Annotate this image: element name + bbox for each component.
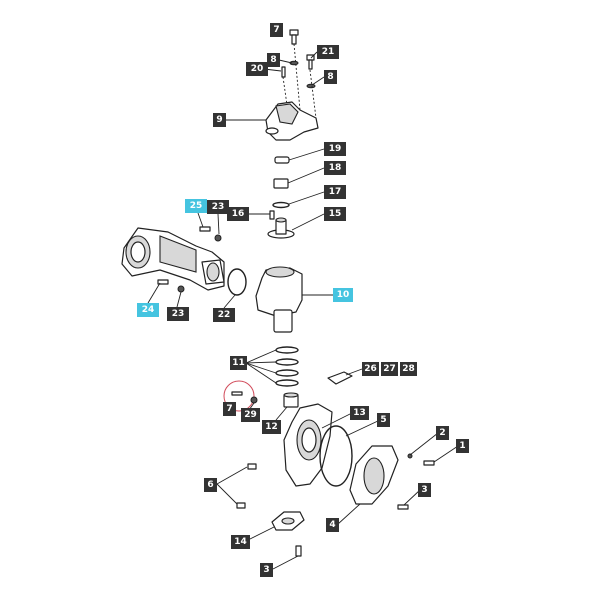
svg-text:8: 8	[327, 72, 333, 82]
svg-text:19: 19	[329, 144, 342, 154]
callout-9[interactable]: 9	[213, 113, 226, 127]
bushing-18	[273, 178, 289, 189]
svg-text:6: 6	[207, 480, 213, 490]
bolt-21	[306, 54, 315, 70]
callout-14[interactable]: 14	[231, 535, 250, 549]
orings-11	[275, 346, 299, 387]
svg-text:4: 4	[329, 520, 335, 530]
svg-text:20: 20	[251, 64, 264, 74]
cover-4	[349, 445, 399, 505]
svg-text:15: 15	[329, 209, 342, 219]
svg-text:2: 2	[439, 428, 445, 438]
bolt-3-right	[397, 504, 409, 510]
bolt-3-bottom	[295, 545, 302, 557]
callout-11[interactable]: 11	[230, 356, 247, 370]
flange-15	[267, 217, 295, 239]
svg-text:18: 18	[329, 163, 342, 173]
callout-26[interactable]: 26	[362, 362, 379, 376]
plug-12	[283, 392, 299, 408]
callout-3-bottom[interactable]: 3	[260, 563, 273, 577]
callout-20[interactable]: 20	[246, 62, 268, 76]
callout-2[interactable]: 2	[436, 426, 449, 440]
washer-29	[250, 396, 258, 404]
svg-text:1: 1	[459, 441, 465, 451]
callout-15[interactable]: 15	[324, 207, 346, 221]
callout-7-bottom[interactable]: 7	[223, 402, 236, 416]
detail-circle	[223, 380, 255, 412]
callout-22[interactable]: 22	[213, 308, 235, 322]
nut-23-bottom	[177, 285, 185, 293]
svg-text:17: 17	[329, 187, 342, 197]
svg-text:26: 26	[364, 364, 377, 374]
callout-1[interactable]: 1	[456, 439, 469, 453]
svg-text:27: 27	[383, 364, 396, 374]
callout-7-top[interactable]: 7	[270, 23, 283, 37]
callout-18[interactable]: 18	[324, 161, 346, 175]
svg-text:3: 3	[421, 485, 427, 495]
bolt-24	[157, 279, 169, 285]
callout-6[interactable]: 6	[204, 478, 217, 492]
oring-22	[227, 268, 247, 296]
bolt-1	[423, 460, 435, 466]
svg-text:7: 7	[273, 25, 279, 35]
bolt-2	[407, 453, 413, 459]
callout-4[interactable]: 4	[326, 518, 339, 532]
callout-8-top[interactable]: 8	[267, 53, 280, 67]
gasket-5	[319, 425, 353, 487]
svg-text:16: 16	[232, 209, 245, 219]
callout-23-bottom[interactable]: 23	[167, 307, 189, 321]
svg-text:13: 13	[353, 408, 366, 418]
svg-text:11: 11	[232, 358, 245, 368]
callout-21[interactable]: 21	[317, 45, 339, 59]
callout-23-top[interactable]: 23	[207, 200, 229, 214]
callout-10[interactable]: 10	[333, 288, 353, 302]
gear-housing-10	[255, 266, 303, 333]
callout-24[interactable]: 24	[137, 303, 159, 317]
callout-19[interactable]: 19	[324, 142, 346, 156]
bolt-7-top	[289, 29, 299, 45]
svg-text:23: 23	[212, 202, 225, 212]
svg-text:21: 21	[322, 47, 335, 57]
callout-17[interactable]: 17	[324, 185, 346, 199]
svg-text:3: 3	[263, 565, 269, 575]
callout-27[interactable]: 27	[381, 362, 398, 376]
svg-text:8: 8	[270, 55, 276, 65]
pins-6	[236, 463, 257, 509]
main-case	[283, 403, 333, 487]
svg-text:12: 12	[265, 422, 278, 432]
callout-28[interactable]: 28	[400, 362, 417, 376]
bracket-9	[265, 101, 319, 141]
svg-text:28: 28	[402, 364, 415, 374]
callout-3-right[interactable]: 3	[418, 483, 431, 497]
leader-lines	[147, 51, 459, 570]
svg-text:23: 23	[172, 309, 185, 319]
svg-text:7: 7	[226, 404, 232, 414]
svg-text:29: 29	[244, 410, 257, 420]
oring-17	[272, 201, 290, 209]
nut-23-top	[214, 234, 222, 242]
callout-25[interactable]: 25	[185, 199, 207, 213]
svg-text:24: 24	[142, 305, 155, 315]
svg-text:14: 14	[234, 537, 247, 547]
axle-housing	[121, 227, 225, 291]
callout-16[interactable]: 16	[227, 207, 249, 221]
svg-text:9: 9	[216, 115, 222, 125]
bolt-25	[199, 226, 211, 232]
callout-29[interactable]: 29	[241, 408, 260, 422]
svg-text:25: 25	[190, 201, 203, 211]
svg-text:22: 22	[218, 310, 231, 320]
svg-text:5: 5	[380, 415, 386, 425]
callout-12[interactable]: 12	[262, 420, 281, 434]
svg-text:10: 10	[337, 290, 350, 300]
callout-8-right[interactable]: 8	[324, 70, 337, 84]
callout-13[interactable]: 13	[350, 406, 369, 420]
plate-14	[271, 511, 305, 531]
callout-5[interactable]: 5	[377, 413, 390, 427]
pin-20	[281, 66, 286, 78]
screw-16	[269, 210, 275, 220]
washer-8-right	[306, 83, 316, 89]
seal-19	[274, 156, 290, 164]
